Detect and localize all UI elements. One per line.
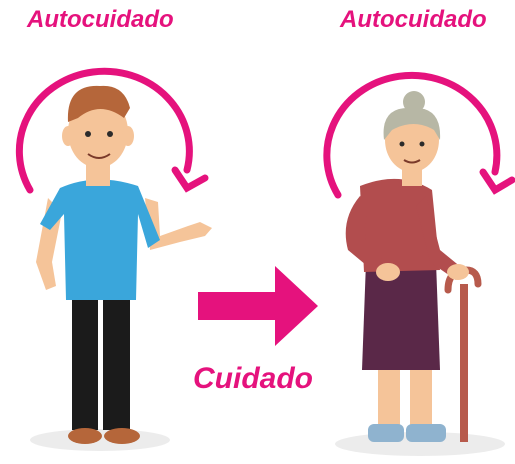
young-man-illustration bbox=[36, 85, 212, 444]
right-arrow-icon bbox=[198, 266, 318, 346]
care-label: Cuidado bbox=[193, 362, 313, 395]
self-care-cycle-arrow-icon bbox=[323, 71, 515, 199]
self-care-label-left: Autocuidado bbox=[27, 6, 174, 33]
self-care-cycle-arrow-icon bbox=[15, 67, 209, 194]
elderly-woman-illustration bbox=[345, 91, 482, 442]
self-care-label-right: Autocuidado bbox=[340, 6, 487, 33]
